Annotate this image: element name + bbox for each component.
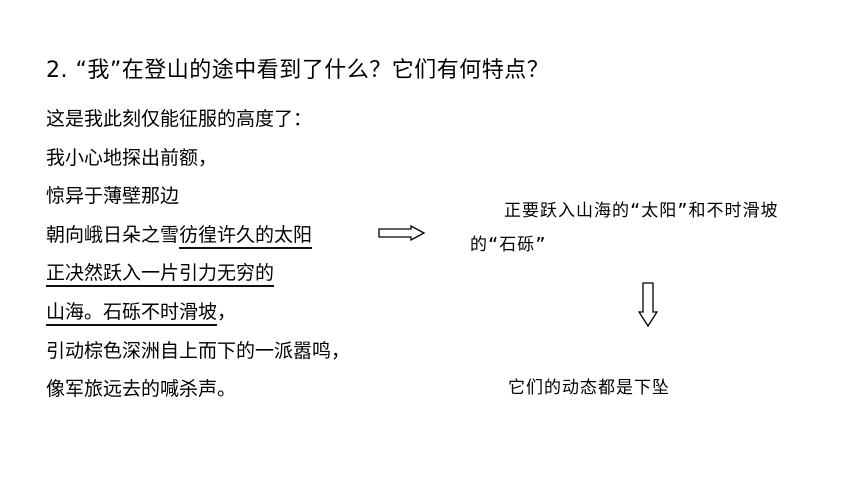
poem-line: 我小心地探出前额，: [46, 146, 218, 169]
underlined-phrase-gravel: 山海。石砾不时滑坡: [46, 300, 218, 326]
poem-line: 朝向峨日朵之雪彷徨许久的太阳: [46, 216, 350, 255]
poem-line: 山海。石砾不时滑坡，: [46, 293, 350, 332]
poem-text: 朝向峨日朵之雪: [46, 223, 180, 246]
arrow-down-icon: [637, 282, 659, 332]
question-text: “我”在登山的途中看到了什么？它们有何特点？: [75, 58, 550, 83]
conclusion-note: 它们的动态都是下坠: [508, 378, 670, 398]
poem-line: 引动棕色深洲自上而下的一派嚣鸣，: [46, 339, 351, 362]
observation-note: 正要跃入山海的“太阳”和不时滑坡的“石砾”: [470, 201, 779, 255]
poem-line: 惊异于薄壁那边: [46, 185, 180, 208]
underlined-phrase-sun: 彷徨许久的太阳: [179, 223, 313, 249]
underlined-phrase-leap: 正决然跃入一片引力无穷的: [46, 262, 275, 288]
poem-line: 这是我此刻仅能征服的高度了：: [46, 108, 313, 130]
poem-excerpt: 这是我此刻仅能征服的高度了： 我小心地探出前额， 惊异于薄壁那边 朝向峨日朵之雪…: [46, 100, 350, 409]
poem-text: ，: [217, 300, 237, 323]
poem-line: 正决然跃入一片引力无穷的: [46, 254, 350, 293]
arrow-right-icon: [378, 224, 426, 245]
poem-line: 像军旅远去的喊杀声。: [46, 378, 237, 401]
question-title: 2. “我”在登山的途中看到了什么？它们有何特点？: [46, 52, 549, 84]
question-number: 2.: [46, 58, 68, 83]
